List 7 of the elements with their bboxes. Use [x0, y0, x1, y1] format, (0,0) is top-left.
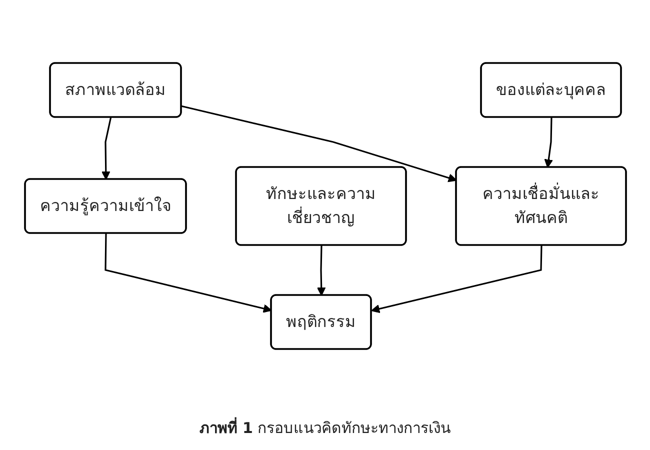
figure-caption: ภาพที่ 1 กรอบแนวคิดทักษะทางการเงิน — [199, 416, 451, 439]
arrow — [544, 117, 553, 168]
arrow — [370, 245, 542, 314]
arrow — [180, 105, 456, 182]
arrow — [316, 245, 326, 296]
arrow — [101, 117, 112, 180]
arrow — [104, 233, 272, 313]
